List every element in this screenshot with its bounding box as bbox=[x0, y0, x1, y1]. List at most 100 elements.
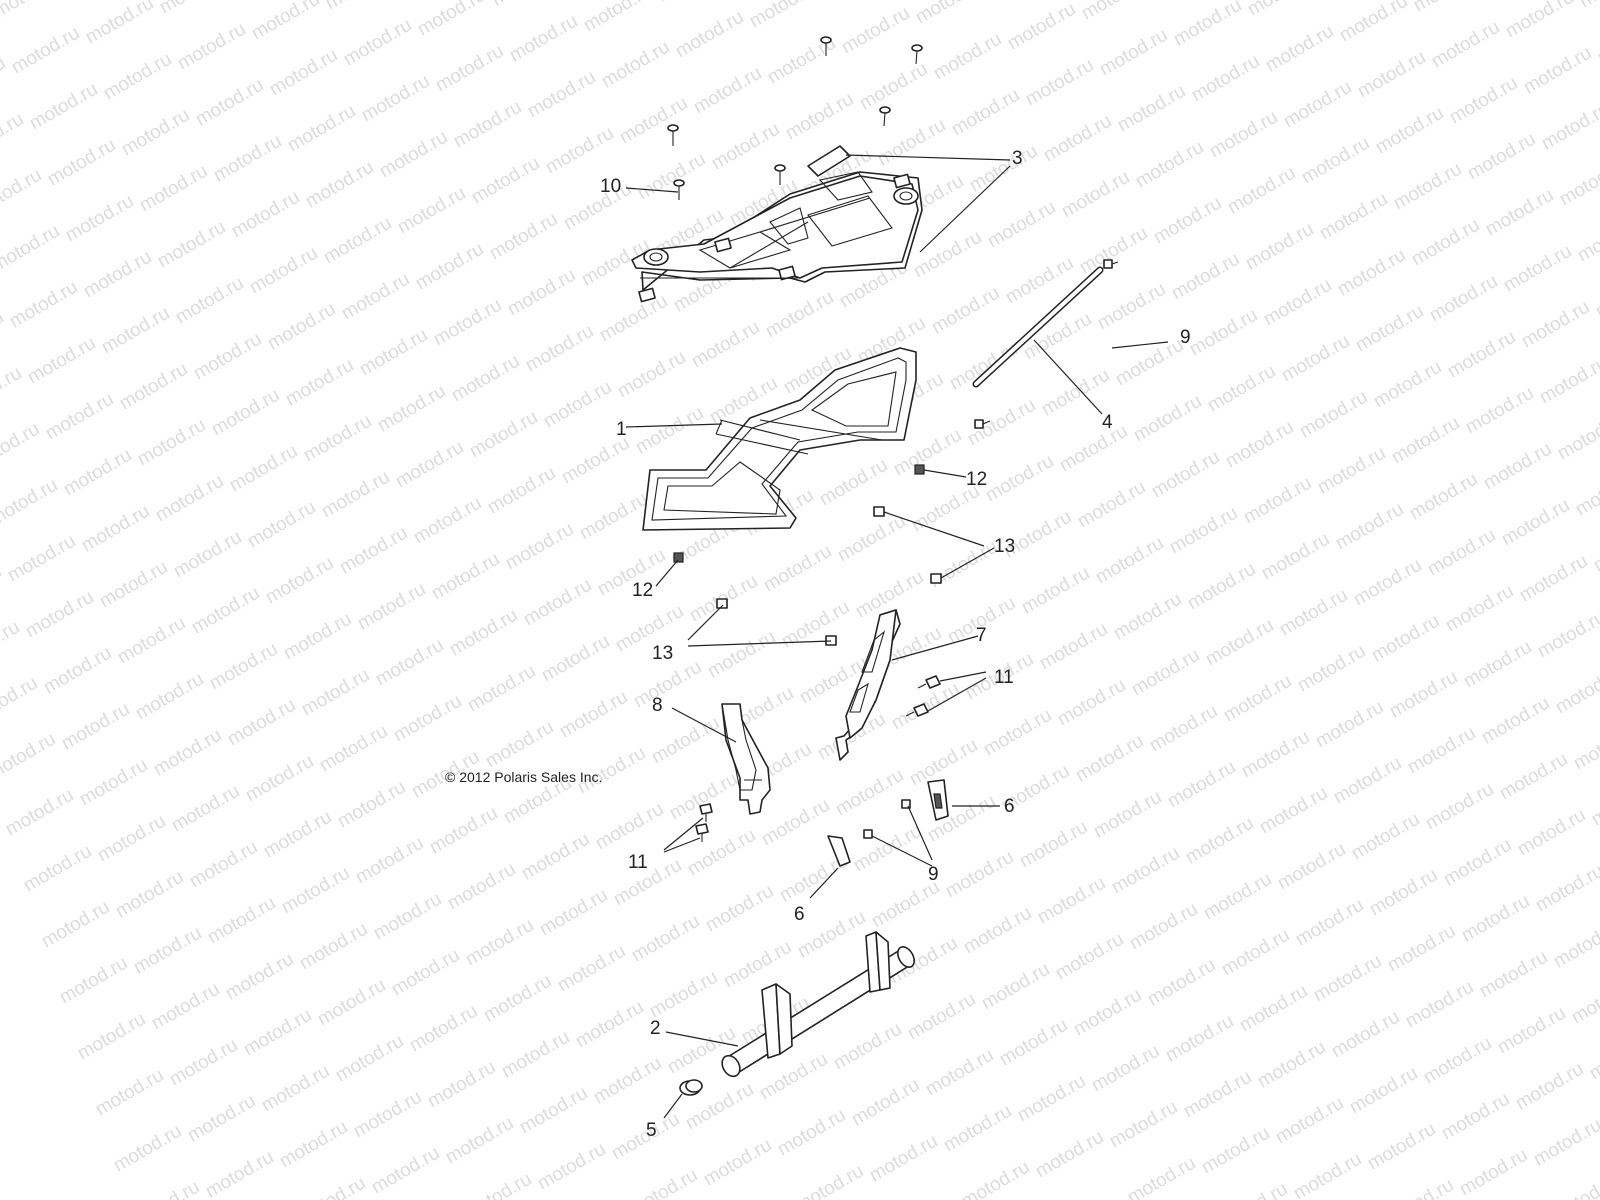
watermark-text: motod.ru bbox=[394, 183, 469, 239]
callout-3: 3 bbox=[1012, 148, 1023, 169]
watermark-text: motod.ru bbox=[1390, 159, 1465, 215]
watermark-text: motod.ru bbox=[1242, 219, 1317, 275]
watermark-text: motod.ru bbox=[558, 433, 633, 489]
watermark-text: motod.ru bbox=[24, 333, 99, 389]
watermark-text: motod.ru bbox=[298, 665, 373, 721]
watermark-text: motod.ru bbox=[778, 597, 853, 653]
watermark-text: motod.ru bbox=[448, 351, 523, 407]
watermark-text: motod.ru bbox=[388, 945, 463, 1001]
watermark-text: motod.ru bbox=[554, 941, 629, 997]
watermark-text: motod.ru bbox=[596, 291, 671, 347]
watermark-text: motod.ru bbox=[426, 803, 501, 859]
watermark-text: motod.ru bbox=[428, 549, 503, 605]
watermark-text: motod.ru bbox=[1428, 17, 1503, 73]
watermark-text: motod.ru bbox=[1402, 977, 1477, 1033]
watermark-text: motod.ru bbox=[1278, 331, 1353, 387]
watermark-text: motod.ru bbox=[202, 1147, 277, 1200]
nut-12-left bbox=[673, 552, 684, 563]
watermark-text: motod.ru bbox=[1382, 1175, 1457, 1200]
watermark-text: motod.ru bbox=[82, 0, 157, 48]
watermark-text: motod.ru bbox=[1480, 439, 1555, 495]
watermark-text: motod.ru bbox=[410, 493, 485, 549]
watermark-text: motod.ru bbox=[204, 893, 279, 949]
watermark-text: motod.ru bbox=[654, 0, 729, 6]
watermark-text: motod.ru bbox=[700, 1135, 775, 1191]
watermark-text: motod.ru bbox=[1586, 1029, 1600, 1085]
watermark-text: motod.ru bbox=[1014, 1071, 1089, 1127]
watermark-text: motod.ru bbox=[948, 85, 1023, 141]
watermark-text: motod.ru bbox=[0, 165, 45, 221]
watermark-text: motod.ru bbox=[464, 661, 539, 717]
watermark-text: motod.ru bbox=[206, 639, 281, 695]
watermark-text: motod.ru bbox=[44, 135, 119, 191]
watermark-text: motod.ru bbox=[1476, 947, 1551, 1003]
watermark-text: motod.ru bbox=[690, 63, 765, 119]
watermark-text: motod.ru bbox=[1206, 107, 1281, 163]
watermark-text: motod.ru bbox=[222, 949, 297, 1005]
watermark-text: motod.ru bbox=[246, 243, 321, 299]
watermark-text: motod.ru bbox=[262, 553, 337, 609]
nut-12-right bbox=[914, 464, 925, 475]
watermark-text: motod.ru bbox=[704, 627, 779, 683]
watermark-text: motod.ru bbox=[1372, 103, 1447, 159]
watermark-text: motod.ru bbox=[266, 45, 341, 101]
watermark-text: motod.ru bbox=[1092, 533, 1167, 589]
watermark-text: motod.ru bbox=[760, 541, 835, 597]
watermark-text: motod.ru bbox=[646, 967, 721, 1023]
watermark-text: motod.ru bbox=[1440, 835, 1515, 891]
watermark-text: motod.ru bbox=[130, 923, 205, 979]
fastener-9-a bbox=[901, 799, 911, 809]
watermark-text: motod.ru bbox=[148, 979, 223, 1035]
watermark-text: motod.ru bbox=[1354, 47, 1429, 103]
clip-13-c bbox=[716, 598, 728, 609]
bracket-7 bbox=[835, 609, 901, 761]
watermark-text: motod.ru bbox=[626, 1165, 701, 1200]
watermark-text: motod.ru bbox=[978, 959, 1053, 1015]
watermark-text: motod.ru bbox=[498, 1027, 573, 1083]
watermark-text: motod.ru bbox=[1032, 1127, 1107, 1183]
watermark-text: motod.ru bbox=[1370, 357, 1445, 413]
watermark-text: motod.ru bbox=[258, 1061, 333, 1117]
callout-11-right: 11 bbox=[994, 667, 1014, 688]
watermark-text: motod.ru bbox=[0, 673, 41, 729]
watermark-text: motod.ru bbox=[242, 751, 317, 807]
watermark-text: motod.ru bbox=[616, 93, 691, 149]
watermark-text: motod.ru bbox=[1058, 167, 1133, 223]
watermark-text: motod.ru bbox=[1520, 43, 1595, 99]
watermark-text: motod.ru bbox=[466, 407, 541, 463]
watermark-text: motod.ru bbox=[26, 79, 101, 135]
watermark-text: motod.ru bbox=[1552, 663, 1600, 719]
watermark-text: motod.ru bbox=[42, 389, 117, 445]
watermark-text: motod.ru bbox=[1078, 0, 1153, 24]
watermark-text: motod.ru bbox=[480, 971, 555, 1027]
watermark-text: motod.ru bbox=[284, 101, 359, 157]
watermark-text: motod.ru bbox=[1312, 697, 1387, 753]
watermark-text: motod.ru bbox=[866, 1131, 941, 1187]
watermark-text: motod.ru bbox=[1298, 133, 1373, 189]
watermark-text: motod.ru bbox=[1184, 559, 1259, 615]
watermark-text: motod.ru bbox=[136, 161, 211, 217]
rack-frame-1 bbox=[642, 347, 917, 531]
watermark-text: motod.ru bbox=[460, 1169, 535, 1200]
watermark-text: motod.ru bbox=[838, 3, 913, 59]
watermark-text: motod.ru bbox=[630, 657, 705, 713]
watermark-text: motod.ru bbox=[296, 919, 371, 975]
watermark-text: motod.ru bbox=[912, 0, 987, 28]
watermark-text: motod.ru bbox=[1022, 55, 1097, 111]
watermark-text: motod.ru bbox=[224, 695, 299, 751]
watermark-text: motod.ru bbox=[1052, 929, 1127, 985]
watermark-text: motod.ru bbox=[1108, 843, 1183, 899]
watermark-text: motod.ru bbox=[1260, 275, 1335, 331]
watermark-text: motod.ru bbox=[502, 519, 577, 575]
watermark-text: motod.ru bbox=[1384, 921, 1459, 977]
watermark-text: motod.ru bbox=[1556, 155, 1600, 211]
watermark-text: motod.ru bbox=[1202, 615, 1277, 671]
watermark-text: motod.ru bbox=[1256, 783, 1331, 839]
watermark-text: motod.ru bbox=[0, 617, 23, 673]
watermark-text: motod.ru bbox=[1424, 525, 1499, 581]
watermark-text: motod.ru bbox=[1408, 215, 1483, 271]
watermark-text: motod.ru bbox=[1346, 1063, 1421, 1119]
watermark-text: motod.ru bbox=[1182, 813, 1257, 869]
watermark-text: motod.ru bbox=[488, 0, 563, 10]
